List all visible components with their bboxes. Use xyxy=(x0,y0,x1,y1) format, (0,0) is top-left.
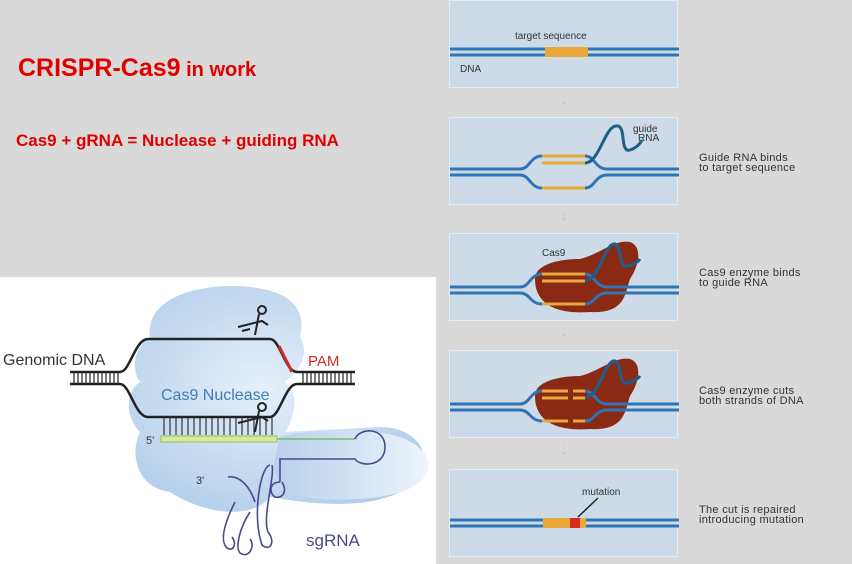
dna-unwound-strands xyxy=(450,154,679,190)
target-sequence-segment xyxy=(545,47,588,57)
down-arrow-icon: ⇣ xyxy=(559,326,570,340)
desc-line: to guide RNA xyxy=(699,277,769,289)
label-five-prime: 5' xyxy=(146,435,154,447)
desc-line: both strands of DNA xyxy=(699,395,804,407)
pam-segment xyxy=(277,345,294,373)
step-5-panel: mutation xyxy=(449,469,679,557)
down-arrow-icon: ⇣ xyxy=(559,210,570,224)
guide-rna-strand xyxy=(584,124,644,165)
label-rna: RNA xyxy=(638,133,659,144)
desc-line: Guide RNA binds xyxy=(699,152,788,164)
label-three-prime: 3' xyxy=(196,475,204,487)
label-genomic-dna: Genomic DNA xyxy=(3,352,106,369)
dna-base-pairs-right xyxy=(302,372,352,384)
slide-title: CRISPR-Cas9 in work xyxy=(18,54,256,83)
label-mutation: mutation xyxy=(582,487,620,498)
step-3-panel: Cas9 xyxy=(449,233,679,321)
label-target-sequence: target sequence xyxy=(515,31,587,42)
cas9-protein-blob xyxy=(128,286,429,512)
mutation-pointer xyxy=(577,497,599,518)
step-4-panel xyxy=(449,350,679,438)
label-guide: guide xyxy=(633,124,658,135)
step-3-description: Cas9 enzyme binds to guide RNA xyxy=(699,267,801,289)
mutation-site xyxy=(570,518,580,528)
desc-line: Cas9 enzyme cuts xyxy=(699,385,795,397)
step-2-description: Guide RNA binds to target sequence xyxy=(699,152,796,174)
down-arrow-icon: ⇣ xyxy=(559,444,570,458)
desc-line: Cas9 enzyme binds xyxy=(699,267,801,279)
desc-line: The cut is repaired xyxy=(699,504,796,516)
label-dna: DNA xyxy=(460,64,481,75)
sgrna-scaffold xyxy=(222,430,386,556)
step-1-panel: target sequence DNA xyxy=(449,0,679,88)
cas9-mechanism-diagram: Genomic DNA PAM Cas9 Nuclease 5' 3' sgRN… xyxy=(0,277,436,564)
title-suffix: in work xyxy=(180,59,257,81)
scissors-icon-top xyxy=(237,305,269,336)
desc-line: to target sequence xyxy=(699,162,796,174)
title-main: CRISPR-Cas9 xyxy=(18,54,181,82)
label-pam: PAM xyxy=(308,353,339,370)
down-arrow-icon: ⇣ xyxy=(559,94,570,108)
label-cas9-nuclease: Cas9 Nuclease xyxy=(161,387,270,404)
slide-subtitle: Cas9 + gRNA = Nuclease + guiding RNA xyxy=(16,131,339,150)
scissors-icon-bottom xyxy=(237,402,269,433)
guide-base-pairing xyxy=(163,418,273,435)
desc-line: introducing mutation xyxy=(699,514,805,526)
step-2-panel: guide RNA xyxy=(449,117,679,205)
label-cas9: Cas9 xyxy=(542,248,566,259)
label-sgrna: sgRNA xyxy=(306,531,361,550)
step-4-description: Cas9 enzyme cuts both strands of DNA xyxy=(699,385,804,407)
step-5-description: The cut is repaired introducing mutation xyxy=(699,504,805,526)
guide-sequence-bar xyxy=(160,435,278,443)
dna-base-pairs-left xyxy=(73,372,119,384)
cas9-enzyme-shape xyxy=(535,241,639,313)
